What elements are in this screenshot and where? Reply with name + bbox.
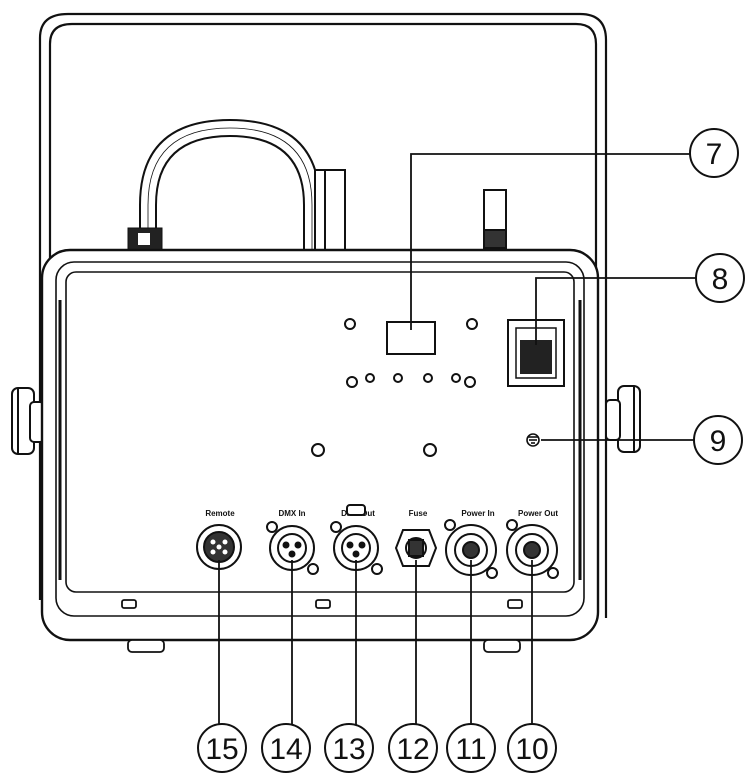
- hose-nozzle-band: [138, 233, 150, 245]
- callout-13-number: 13: [332, 733, 365, 766]
- feet: [121, 599, 523, 653]
- ground-screw: [526, 433, 540, 447]
- callout-8: 8: [695, 253, 745, 303]
- remote-connector: [196, 524, 242, 570]
- fuse-holder: [394, 529, 438, 567]
- side-handle-left: [11, 387, 45, 455]
- callout-7: 7: [689, 128, 739, 178]
- callout-14-number: 14: [269, 733, 302, 766]
- callout-15-number: 15: [205, 733, 238, 766]
- callout-12: 12: [388, 723, 438, 773]
- callout-10: 10: [507, 723, 557, 773]
- callout-15: 15: [197, 723, 247, 773]
- callout-11: 11: [446, 723, 496, 773]
- tank-bracket-left: [314, 169, 346, 251]
- power-in-connector: [444, 519, 498, 579]
- panel-screws: [311, 318, 478, 457]
- tank-bracket-right: [483, 189, 507, 251]
- hose: [139, 118, 321, 250]
- callout-9-number: 9: [710, 425, 727, 458]
- side-handle-right: [605, 385, 641, 453]
- power-out-connector: [506, 519, 559, 579]
- callout-13: 13: [324, 723, 374, 773]
- callout-14: 14: [261, 723, 311, 773]
- callout-8-number: 8: [712, 263, 729, 296]
- dmx-in-connector: [266, 521, 319, 575]
- power-out-label: Power Out: [518, 509, 558, 518]
- rear-housing: [38, 12, 608, 618]
- leader-lines: [218, 153, 696, 725]
- callout-9: 9: [693, 415, 743, 465]
- power-in-label: Power In: [461, 509, 494, 518]
- fuse-label: Fuse: [409, 509, 428, 518]
- callout-7-number: 7: [706, 138, 723, 171]
- dmx-in-label: DMX In: [278, 509, 305, 518]
- callout-10-number: 10: [515, 733, 548, 766]
- callout-12-number: 12: [396, 733, 429, 766]
- remote-label: Remote: [205, 509, 235, 518]
- callout-11-number: 11: [455, 733, 486, 766]
